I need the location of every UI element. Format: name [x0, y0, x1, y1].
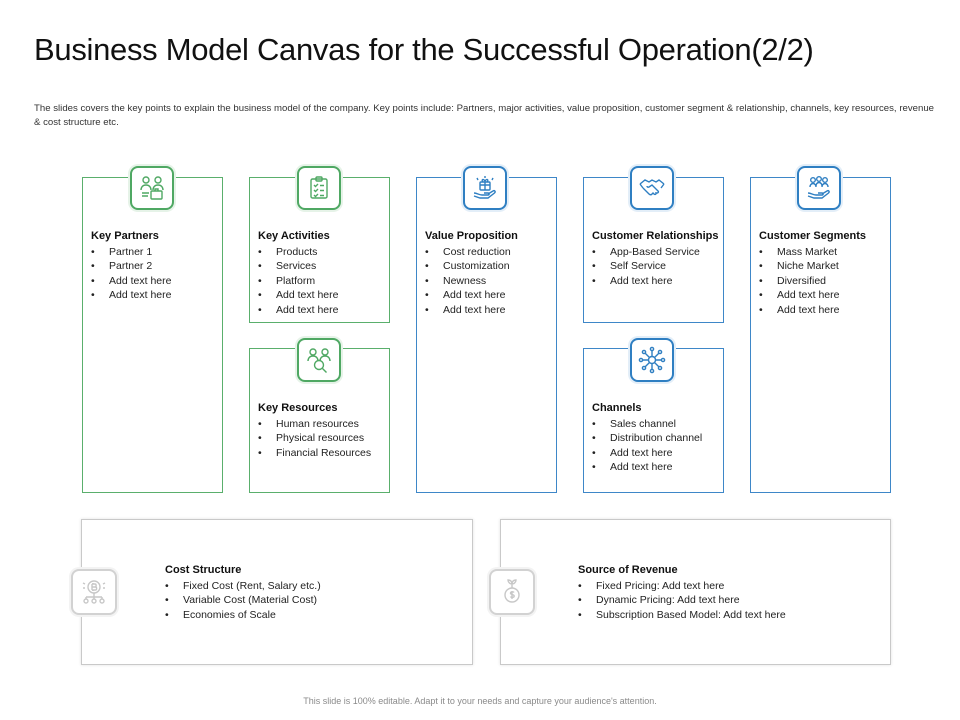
key-activities-list: ProductsServicesPlatformAdd text hereAdd…	[258, 245, 338, 318]
cost-structure-list: Fixed Cost (Rent, Salary etc.)Variable C…	[165, 579, 321, 623]
source-of-revenue-content: Source of Revenue Fixed Pricing: Add tex…	[578, 563, 786, 622]
network-hub-icon	[630, 338, 674, 382]
value-proposition-content: Value Proposition Cost reductionCustomiz…	[425, 229, 518, 317]
key-partners-heading: Key Partners	[91, 230, 159, 242]
customer-relationships-heading: Customer Relationships	[592, 230, 719, 242]
bitcoin-network-icon	[71, 569, 117, 615]
list-item: Newness	[425, 274, 518, 289]
key-activities-heading: Key Activities	[258, 230, 330, 242]
list-item: Add text here	[759, 288, 866, 303]
list-item: Niche Market	[759, 259, 866, 274]
resources-search-icon	[297, 338, 341, 382]
list-item: Physical resources	[258, 431, 371, 446]
list-item: Partner 1	[91, 245, 171, 260]
hand-gift-icon	[463, 166, 507, 210]
key-partners-content: Key Partners Partner 1Partner 2Add text …	[91, 229, 171, 303]
value-proposition-list: Cost reductionCustomizationNewnessAdd te…	[425, 245, 518, 318]
customer-segments-content: Customer Segments Mass MarketNiche Marke…	[759, 229, 866, 317]
list-item: Fixed Pricing: Add text here	[578, 579, 786, 594]
list-item: Add text here	[258, 303, 338, 318]
list-item: Dynamic Pricing: Add text here	[578, 593, 786, 608]
list-item: Products	[258, 245, 338, 260]
page-title: Business Model Canvas for the Successful…	[34, 32, 814, 67]
cost-structure-content: Cost Structure Fixed Cost (Rent, Salary …	[165, 563, 321, 622]
list-item: Fixed Cost (Rent, Salary etc.)	[165, 579, 321, 594]
list-item: Add text here	[258, 288, 338, 303]
customer-segments-list: Mass MarketNiche MarketDiversifiedAdd te…	[759, 245, 866, 318]
channels-heading: Channels	[592, 402, 642, 414]
list-item: Add text here	[592, 274, 719, 289]
list-item: Customization	[425, 259, 518, 274]
list-item: Add text here	[759, 303, 866, 318]
list-item: Add text here	[425, 288, 518, 303]
list-item: Add text here	[91, 274, 171, 289]
channels-content: Channels Sales channelDistribution chann…	[592, 401, 702, 475]
key-resources-heading: Key Resources	[258, 402, 338, 414]
list-item: Variable Cost (Material Cost)	[165, 593, 321, 608]
channels-list: Sales channelDistribution channelAdd tex…	[592, 417, 702, 475]
key-activities-content: Key Activities ProductsServicesPlatformA…	[258, 229, 338, 317]
list-item: Add text here	[592, 446, 702, 461]
key-resources-list: Human resourcesPhysical resourcesFinanci…	[258, 417, 371, 461]
hand-group-icon	[797, 166, 841, 210]
key-resources-content: Key Resources Human resourcesPhysical re…	[258, 401, 371, 460]
list-item: Self Service	[592, 259, 719, 274]
page-subtitle: The slides covers the key points to expl…	[34, 103, 934, 128]
source-of-revenue-list: Fixed Pricing: Add text hereDynamic Pric…	[578, 579, 786, 623]
list-item: Partner 2	[91, 259, 171, 274]
list-item: App-Based Service	[592, 245, 719, 260]
value-proposition-box	[416, 177, 557, 493]
customer-segments-heading: Customer Segments	[759, 230, 866, 242]
customer-relationships-content: Customer Relationships App-Based Service…	[592, 229, 719, 288]
customer-segments-box	[750, 177, 891, 493]
key-partners-box	[82, 177, 223, 493]
handshake-icon	[630, 166, 674, 210]
value-proposition-heading: Value Proposition	[425, 230, 518, 242]
cost-structure-heading: Cost Structure	[165, 564, 242, 576]
list-item: Platform	[258, 274, 338, 289]
list-item: Human resources	[258, 417, 371, 432]
list-item: Cost reduction	[425, 245, 518, 260]
list-item: Services	[258, 259, 338, 274]
list-item: Mass Market	[759, 245, 866, 260]
list-item: Add text here	[91, 288, 171, 303]
list-item: Add text here	[592, 460, 702, 475]
list-item: Economies of Scale	[165, 608, 321, 623]
list-item: Diversified	[759, 274, 866, 289]
footer-note: This slide is 100% editable. Adapt it to…	[303, 696, 657, 706]
money-growth-icon	[489, 569, 535, 615]
partners-icon	[130, 166, 174, 210]
list-item: Distribution channel	[592, 431, 702, 446]
source-of-revenue-heading: Source of Revenue	[578, 564, 678, 576]
list-item: Sales channel	[592, 417, 702, 432]
checklist-icon	[297, 166, 341, 210]
list-item: Financial Resources	[258, 446, 371, 461]
customer-relationships-list: App-Based ServiceSelf ServiceAdd text he…	[592, 245, 719, 289]
list-item: Subscription Based Model: Add text here	[578, 608, 786, 623]
list-item: Add text here	[425, 303, 518, 318]
key-partners-list: Partner 1Partner 2Add text hereAdd text …	[91, 245, 171, 303]
